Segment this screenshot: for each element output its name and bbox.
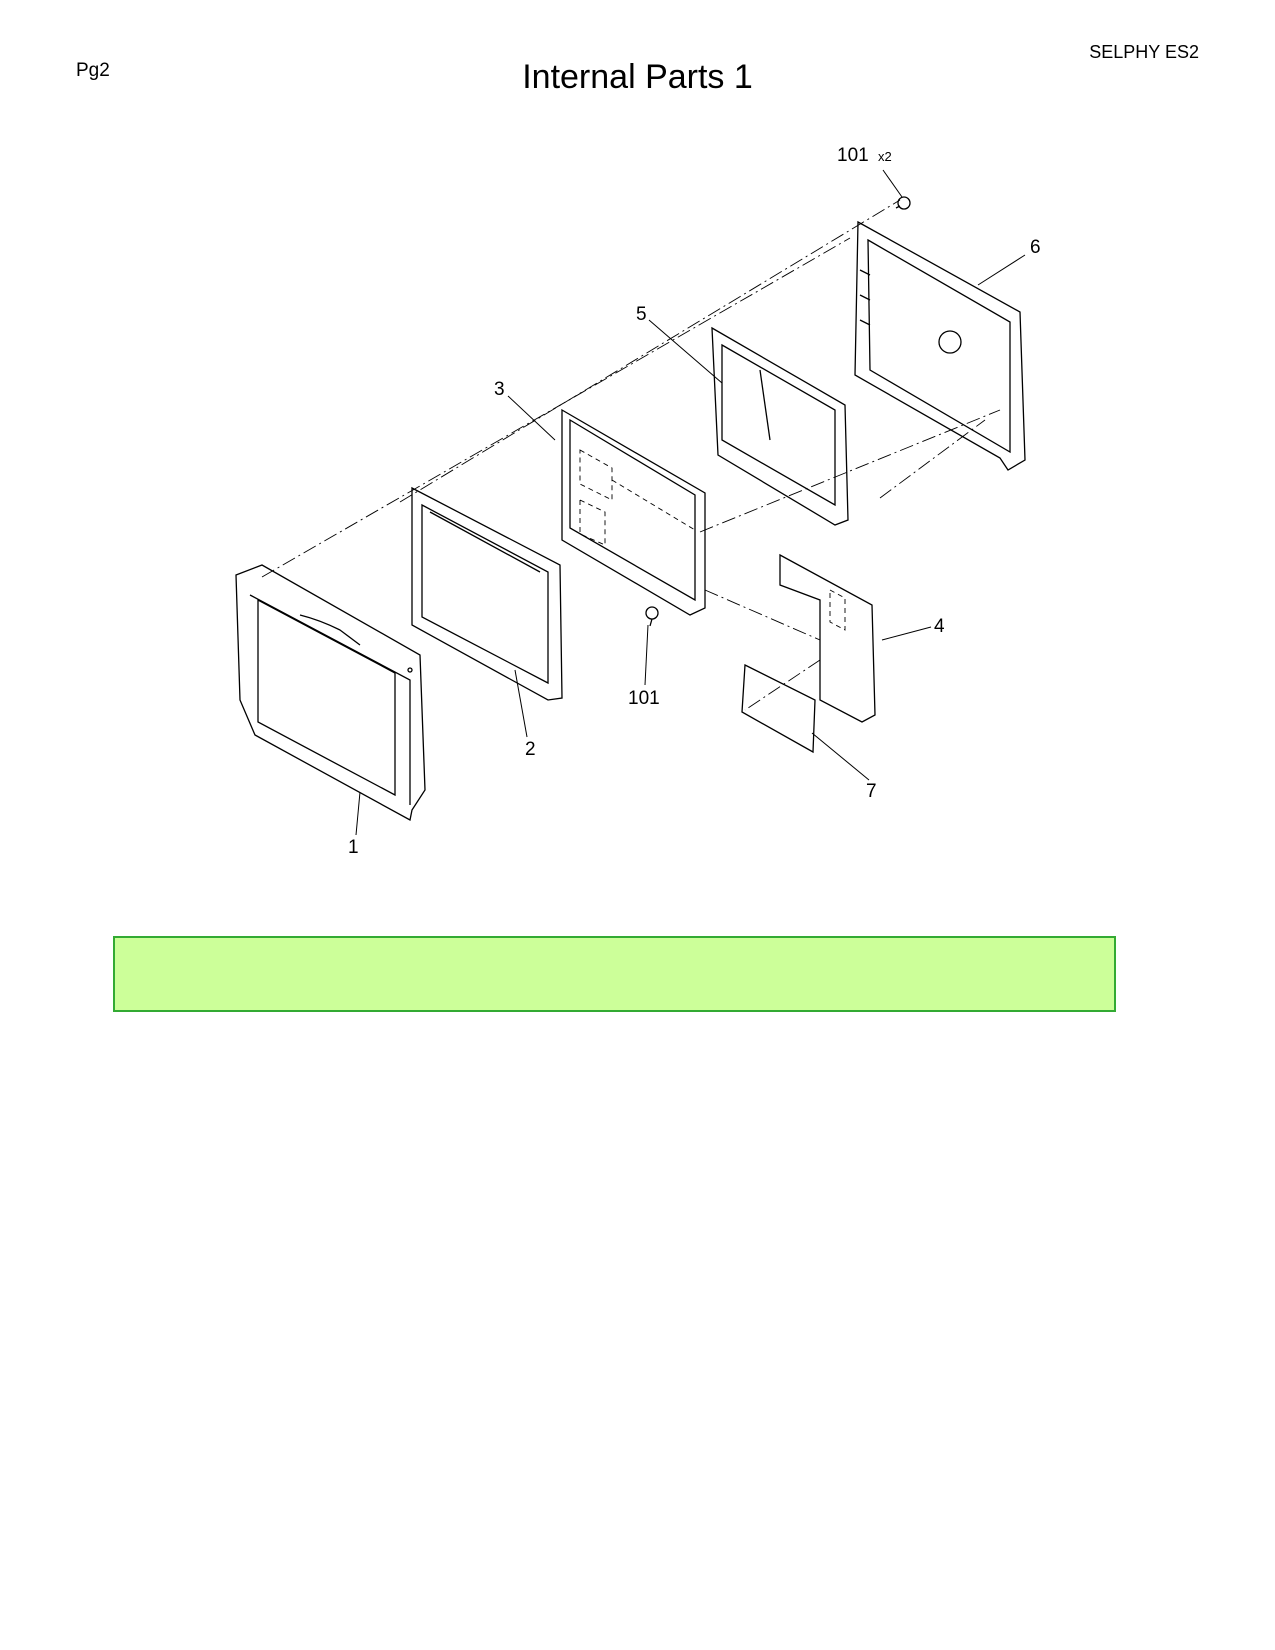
screw-101-top xyxy=(895,196,911,210)
part-1-front-frame xyxy=(235,564,426,821)
notice-box xyxy=(113,936,1116,1012)
callout-101-top: 101 xyxy=(837,145,869,166)
part-2-panel xyxy=(411,486,563,701)
exploded-parts-diagram: 1 2 3 4 5 6 7 101 x2 101 xyxy=(235,145,1041,858)
callout-2: 2 xyxy=(525,739,536,760)
part-3-display xyxy=(561,408,706,616)
part-5-bracket xyxy=(711,326,849,526)
callout-101-mid: 101 xyxy=(628,688,660,709)
callout-1: 1 xyxy=(348,837,359,858)
callout-3: 3 xyxy=(494,379,505,400)
leader-lines xyxy=(355,169,1026,836)
callout-6: 6 xyxy=(1030,237,1041,258)
alignment-lines xyxy=(261,199,1001,711)
part-6-rear-chassis xyxy=(854,220,1026,471)
screw-101-mid xyxy=(645,606,659,627)
callout-101-top-qty: x2 xyxy=(878,149,892,164)
model-label: SELPHY ES2 xyxy=(1089,42,1199,62)
callout-7: 7 xyxy=(866,781,877,802)
page-title: Internal Parts 1 xyxy=(522,58,753,96)
callout-4: 4 xyxy=(934,616,945,637)
part-4-shield xyxy=(779,553,876,723)
part-7-sheet xyxy=(741,663,816,754)
page-label: Pg2 xyxy=(76,60,110,81)
callout-5: 5 xyxy=(636,304,647,325)
